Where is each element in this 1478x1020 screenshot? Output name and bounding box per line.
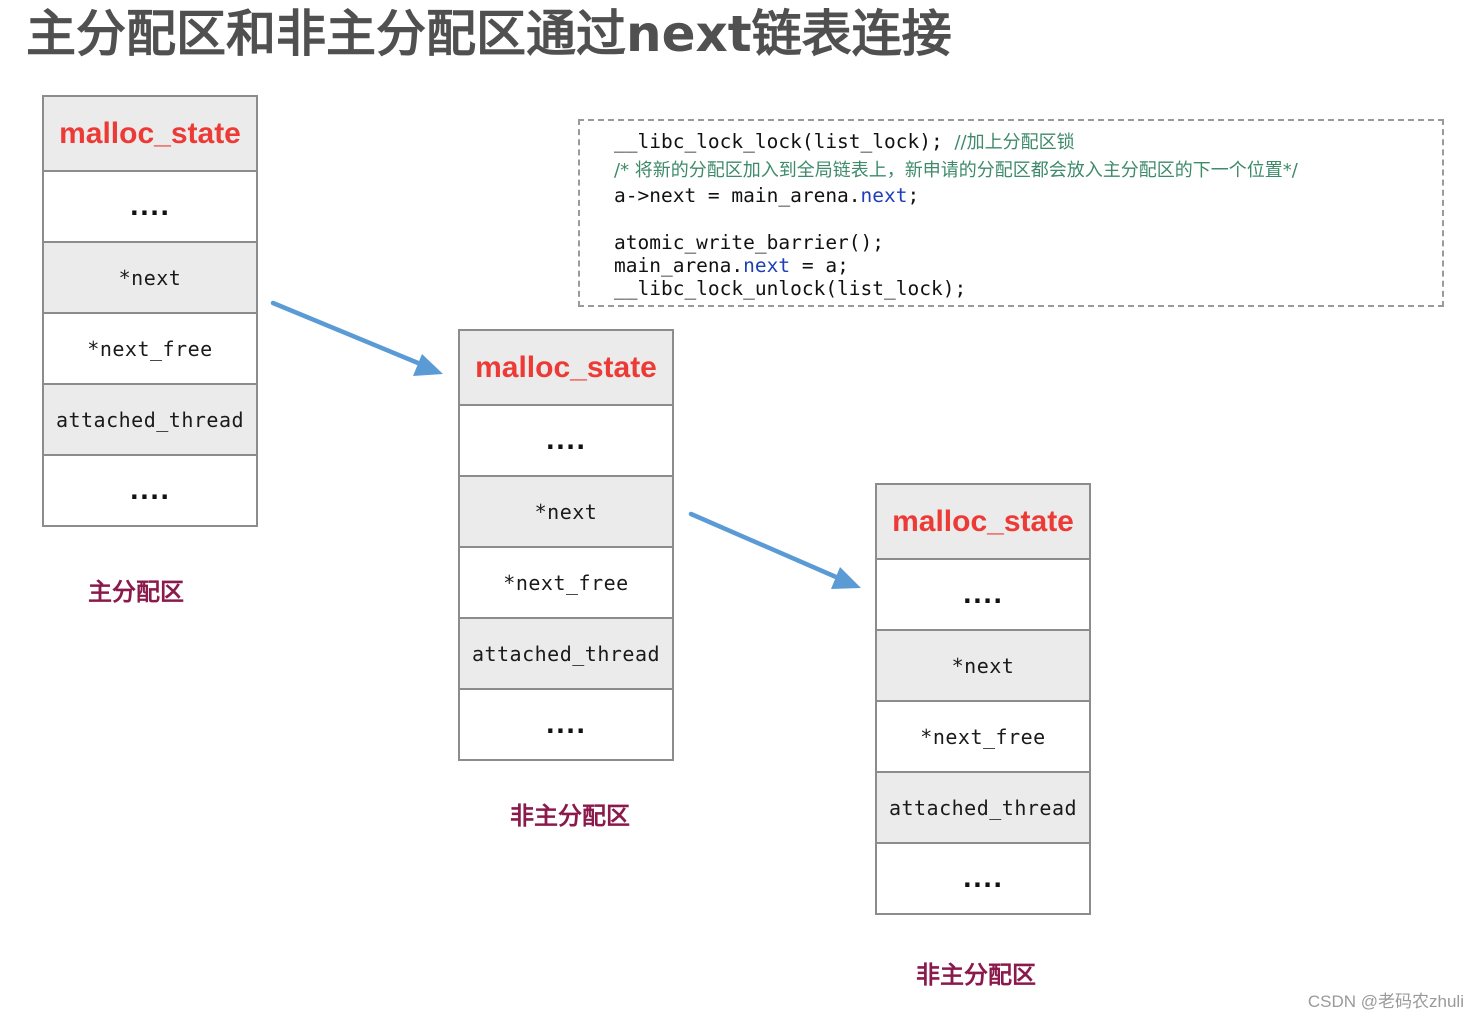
next-link-arrow-2 [688,511,861,589]
struct-header-label: malloc_state [59,116,241,150]
struct-field-row: attached_thread [877,771,1089,842]
struct-field-row: .... [877,558,1089,629]
struct-field-row: attached_thread [44,383,256,454]
code-text: __libc_lock_unlock(list_lock); [614,277,967,300]
non-main-arena-caption-2: 非主分配区 [916,961,1036,989]
watermark: CSDN @老码农zhuli [1307,992,1464,1011]
struct-field-row: attached_thread [460,617,672,688]
next-field: *next [118,265,182,290]
struct-field-row: *next_free [460,546,672,617]
struct-field-row: .... [460,404,672,475]
code-text: atomic_write_barrier(); [614,231,885,254]
main-arena-struct: malloc_state .... *next *next_free attac… [42,95,258,527]
code-snippet-box: __libc_lock_lock(list_lock); //加上分配区锁 /*… [578,119,1444,307]
main-arena-caption: 主分配区 [88,578,184,606]
non-main-arena-struct-2: malloc_state .... *next *next_free attac… [875,483,1091,915]
struct-field-row: .... [44,170,256,241]
attached-thread-field: attached_thread [55,407,245,432]
code-line-barrier: atomic_write_barrier(); [614,231,884,255]
struct-field-row: .... [44,454,256,525]
code-line-unlock: __libc_lock_unlock(list_lock); [614,277,966,301]
code-line-comment: /* 将新的分配区加入到全局链表上，新申请的分配区都会放入主分配区的下一个位置*… [614,158,1298,183]
code-text: __libc_lock_lock(list_lock); [614,130,955,153]
code-text: a->next = main_arena. [614,184,861,207]
next-field: *next [951,653,1015,678]
struct-header-row: malloc_state [460,331,672,404]
attached-thread-field: attached_thread [888,795,1078,820]
struct-field-row: *next [460,475,672,546]
code-line-lock: __libc_lock_lock(list_lock); //加上分配区锁 [614,130,1075,155]
non-main-arena-struct-1: malloc_state .... *next *next_free attac… [458,329,674,761]
code-keyword: next [743,254,791,277]
code-line-assign-next: a->next = main_arena.next; [614,184,919,208]
next-free-field: *next_free [503,570,629,595]
code-text: main_arena. [614,254,744,277]
code-comment: //加上分配区锁 [954,132,1075,153]
ellipsis-field: .... [129,476,171,505]
attached-thread-field: attached_thread [471,641,661,666]
next-free-field: *next_free [87,336,213,361]
next-field: *next [534,499,598,524]
code-keyword: next [860,184,908,207]
ellipsis-field: .... [545,426,587,455]
code-comment: /* 将新的分配区加入到全局链表上，新申请的分配区都会放入主分配区的下一个位置*… [614,160,1298,181]
struct-field-row: *next_free [877,700,1089,771]
next-free-field: *next_free [920,724,1046,749]
ellipsis-field: .... [962,864,1004,893]
struct-field-row: .... [877,842,1089,913]
ellipsis-field: .... [545,710,587,739]
next-link-arrow-1 [270,300,443,376]
page-title: 主分配区和非主分配区通过next链表连接 [26,5,952,63]
ellipsis-field: .... [129,192,171,221]
struct-header-label: malloc_state [892,504,1074,538]
struct-header-row: malloc_state [44,97,256,170]
code-line-set-main-next: main_arena.next = a; [614,254,849,278]
struct-field-row: *next_free [44,312,256,383]
struct-field-row: .... [460,688,672,759]
struct-header-label: malloc_state [475,350,657,384]
code-text: = a; [790,254,849,277]
code-text: ; [907,184,920,207]
ellipsis-field: .... [962,580,1004,609]
struct-header-row: malloc_state [877,485,1089,558]
struct-field-row: *next [877,629,1089,700]
struct-field-row: *next [44,241,256,312]
non-main-arena-caption-1: 非主分配区 [510,802,630,830]
